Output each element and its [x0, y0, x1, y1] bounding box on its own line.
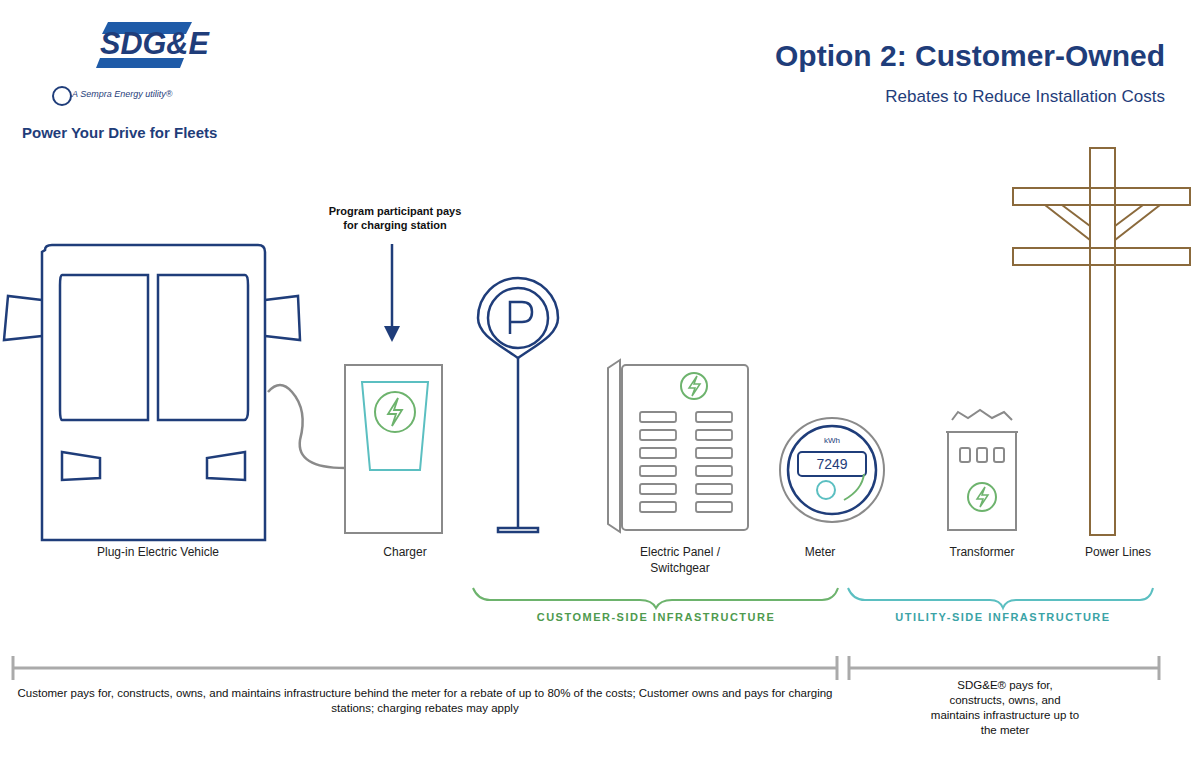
cost-note: SDG&E® pays for, constructs, owns, and m…	[930, 678, 1080, 738]
logo-text: SDG&E	[100, 24, 195, 64]
cost-note: Customer pays for, constructs, owns, and…	[15, 686, 835, 716]
logo-tagline: A Sempra Energy utility®	[72, 89, 222, 101]
group-label: UTILITY-SIDE INFRASTRUCTURE	[850, 610, 1156, 624]
electric-panel	[608, 360, 748, 532]
diagram-title: Option 2: Customer-Owned	[640, 36, 1165, 75]
part-label: Power Lines	[1068, 545, 1168, 561]
group-label: CUSTOMER-SIDE INFRASTRUCTURE	[480, 610, 832, 624]
customer-bracket	[473, 588, 838, 608]
callout-note: Program participant pays for charging st…	[320, 204, 470, 233]
part-label: Plug-in Electric Vehicle	[58, 545, 258, 561]
power-pole	[1013, 148, 1190, 535]
part-label: Electric Panel / Switchgear	[620, 545, 740, 576]
utility-bracket	[848, 588, 1153, 608]
meter-unit: kWh	[812, 436, 852, 446]
meter-reading: 7249	[800, 455, 864, 473]
charging-cable	[268, 385, 345, 468]
part-label: Transformer	[932, 545, 1032, 561]
meter-illustration	[780, 418, 884, 522]
part-label: Meter	[780, 545, 860, 561]
parking-sign	[478, 278, 558, 532]
subtitle: Rebates to Reduce Installation Costs	[740, 86, 1165, 108]
callout-arrow	[384, 244, 400, 342]
charger-illustration	[345, 365, 442, 533]
part-label: Charger	[355, 545, 455, 561]
span-lines	[12, 656, 1160, 680]
bus-illustration	[4, 245, 300, 540]
transformer-illustration	[946, 410, 1018, 530]
program-name: Power Your Drive for Fleets	[22, 123, 282, 143]
